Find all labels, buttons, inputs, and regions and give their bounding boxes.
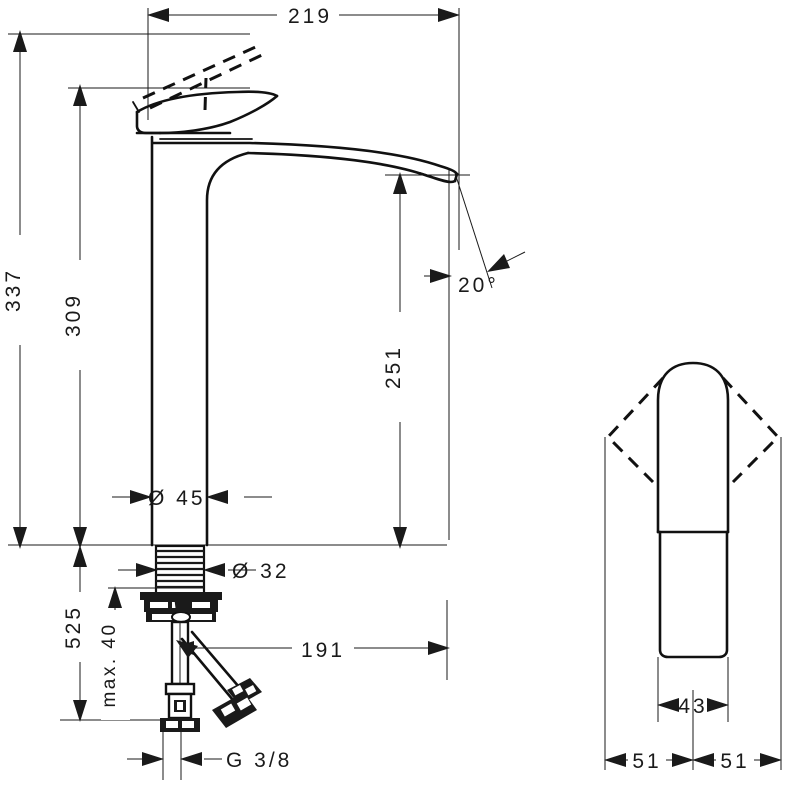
dim-label-g-thread: G 3/8 <box>226 749 292 772</box>
dimension-51-left: 51 <box>604 746 694 773</box>
lever-open-position-dashed <box>142 43 263 111</box>
front-spout-body <box>656 361 730 659</box>
dim-label-diameter-45: Ø 45 <box>148 487 206 510</box>
dim-label-219: 219 <box>288 5 332 28</box>
dimension-20-degrees: 20° <box>424 170 526 540</box>
dim-label-diameter-32: Ø 32 <box>232 560 290 583</box>
flexible-hose-connector <box>176 630 262 728</box>
dimension-g-thread: G 3/8 <box>127 730 292 780</box>
faucet-front-view: 43 51 51 <box>604 361 782 773</box>
dimension-diameter-45: Ø 45 <box>112 487 272 510</box>
lever-handle <box>132 90 279 140</box>
dim-label-337: 337 <box>2 268 25 312</box>
dim-label-51-right: 51 <box>720 750 749 773</box>
dimension-337: 337 <box>2 30 35 549</box>
faucet-side-view <box>132 43 459 732</box>
threaded-rod <box>160 620 200 732</box>
faucet-column <box>150 135 250 547</box>
threaded-shank <box>154 544 206 596</box>
dim-label-251: 251 <box>382 345 405 389</box>
dim-label-20-degrees: 20° <box>458 274 499 297</box>
dimension-max-40: max. 40 <box>99 586 130 720</box>
faucet-spout <box>151 141 459 184</box>
dimension-219: 219 <box>147 2 460 28</box>
dim-label-525: 525 <box>62 605 85 649</box>
dim-label-51-left: 51 <box>632 750 661 773</box>
dimension-525: 525 <box>62 545 95 722</box>
mounting-nut <box>140 592 222 623</box>
dimension-51-right: 51 <box>692 746 782 773</box>
dimension-251: 251 <box>382 172 415 549</box>
swivel-range-dashed <box>605 376 781 484</box>
dim-label-43: 43 <box>678 695 707 718</box>
dim-label-max-40: max. 40 <box>99 622 120 707</box>
dimension-309: 309 <box>62 84 95 549</box>
dimension-diameter-32: Ø 32 <box>118 560 290 583</box>
dim-label-309: 309 <box>62 293 85 337</box>
dim-label-191: 191 <box>301 639 345 662</box>
dimension-43: 43 <box>657 695 729 718</box>
